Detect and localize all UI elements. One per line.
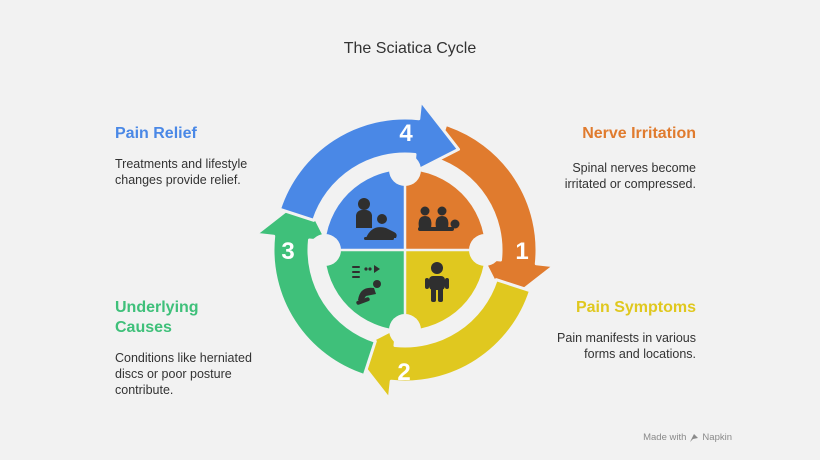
arrow-segment-1 [433,123,556,305]
seated-posture-icon [352,265,381,305]
quadrant-pain-symptoms [405,250,485,330]
step-description: Conditions like herniated discs or poor … [115,351,252,397]
step-number-1: 1 [515,238,528,265]
step-description: Spinal nerves become irritated or compre… [564,161,696,191]
step-description: Treatments and lifestyle changes provide… [115,157,248,187]
step-pain-symptoms: Pain Symptoms Pain manifests in various … [536,298,696,362]
arrow-segment-2 [350,278,532,401]
quadrant-notch [389,154,421,186]
step-heading: Pain Symptoms [575,299,696,316]
step-heading: Underlying Causes [115,299,199,336]
quadrant-notch [469,234,501,266]
napkin-logo-icon [690,433,699,442]
nerve-compression-icon [418,206,460,231]
step-nerve-irritation: Nerve Irritation Spinal nerves become ir… [536,124,696,192]
step-pain-relief: Pain Relief Treatments and lifestyle cha… [115,124,255,188]
step-number-4: 4 [399,120,413,147]
massage-treatment-icon [356,198,397,240]
step-description: Pain manifests in various forms and loca… [557,331,696,361]
quadrant-notch [389,314,421,346]
step-heading: Nerve Irritation [582,125,696,142]
step-number-2: 2 [397,359,410,386]
step-heading: Pain Relief [115,125,197,142]
diagram-title: The Sciatica Cycle [343,40,477,57]
quadrant-notch [309,234,341,266]
step-underlying-causes: Underlying Causes Conditions like hernia… [115,298,255,398]
arrow-segment-3 [254,195,377,377]
person-pain-icon [425,262,449,302]
step-number-3: 3 [281,238,294,265]
napkin-brand: Napkin [702,432,732,443]
made-with-napkin-badge[interactable]: Made with Napkin [643,432,732,443]
arrow-segment-4 [278,99,460,222]
made-with-label: Made with [643,432,687,443]
